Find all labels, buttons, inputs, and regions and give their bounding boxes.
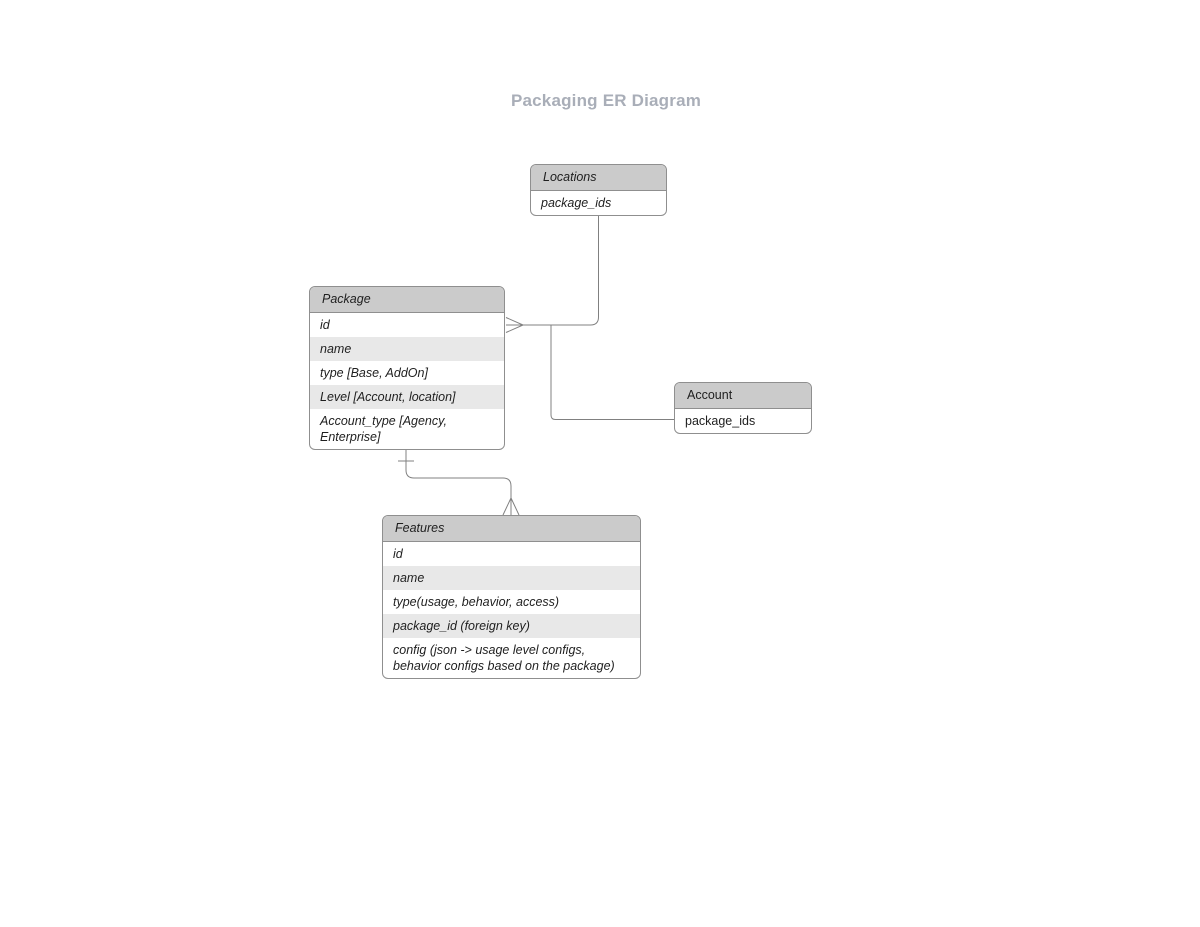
connector-package-account xyxy=(550,325,674,420)
entity-features-row-type: type(usage, behavior, access) xyxy=(393,595,560,609)
entity-locations-title: Locations xyxy=(531,165,666,191)
many-crowfoot-icon xyxy=(502,497,520,516)
entity-package-row-type: type [Base, AddOn] xyxy=(320,366,428,380)
entity-features-row-config: config (json -> usage level configs, beh… xyxy=(393,643,615,673)
entity-package-row-level: Level [Account, location] xyxy=(310,385,504,409)
entity-package-title: Package xyxy=(310,287,504,313)
entity-package-row-name: name xyxy=(310,337,504,361)
entity-features-title: Features xyxy=(383,516,640,542)
entity-account-title: Account xyxy=(675,383,811,409)
entity-package-row-account-type: Account_type [Agency, Enterprise] xyxy=(320,414,447,444)
many-crowfoot-icon xyxy=(505,317,524,333)
connector-locations-package xyxy=(506,214,599,326)
entity-locations-row-package-ids: package_ids xyxy=(541,196,612,210)
entity-locations: Locations package_ids xyxy=(530,164,667,216)
entity-package: Package id name type [Base, AddOn] Level… xyxy=(309,286,505,450)
entity-account: Account package_ids xyxy=(674,382,812,434)
page-title: Packaging ER Diagram xyxy=(510,91,702,110)
entity-features-row-id: id xyxy=(393,547,403,561)
entity-features-row-package-id: package_id (foreign key) xyxy=(383,614,640,638)
entity-account-row-package-ids: package_ids xyxy=(685,414,756,428)
entity-features-row-name: name xyxy=(383,566,640,590)
connector-package-features xyxy=(405,448,512,515)
entity-package-row-id: id xyxy=(320,318,330,332)
entity-features: Features id name type(usage, behavior, a… xyxy=(382,515,641,679)
